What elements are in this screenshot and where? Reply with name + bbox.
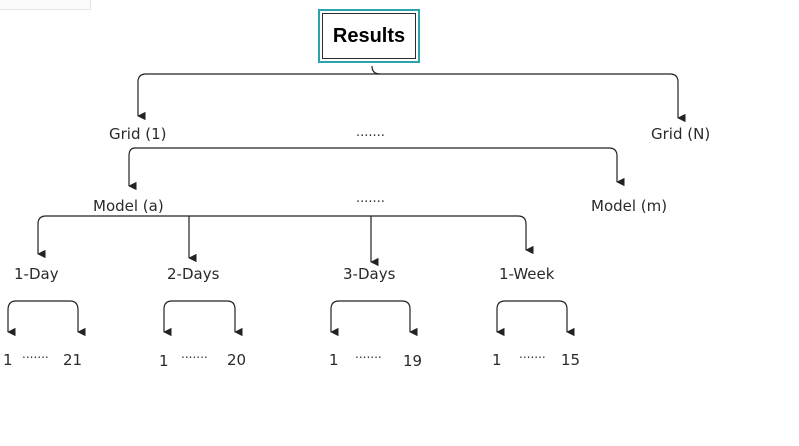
connector-horizons-bar <box>46 215 534 255</box>
connector-grid-n <box>380 73 686 123</box>
leaf-ellipsis-2: ....... <box>181 347 208 361</box>
horizon-label-1: 1-Day <box>14 265 59 283</box>
leaf-end-3: 19 <box>403 352 423 370</box>
horizon-label-2: 2-Days <box>167 265 220 283</box>
model-ellipsis: ....... <box>356 191 385 206</box>
leaf-ellipsis-3: ....... <box>355 347 382 361</box>
connector-root-grids <box>371 65 381 75</box>
leaf-ellipsis-1: ....... <box>22 347 49 361</box>
horizon-label-4: 1-Week <box>499 265 555 283</box>
leaf-end-4: 15 <box>561 351 581 369</box>
leaf-bracket-2 <box>163 300 243 337</box>
leaf-bracket-1 <box>7 300 86 337</box>
connector-model-m <box>135 147 625 187</box>
corner-tab <box>0 0 91 10</box>
root-node: Results <box>318 9 420 63</box>
leaf-start-3: 1 <box>329 351 339 369</box>
leaf-end-1: 21 <box>63 351 83 369</box>
root-label: Results <box>332 24 406 47</box>
leaf-bracket-3 <box>330 300 418 337</box>
connector-model-a <box>128 147 137 191</box>
leaf-start-2: 1 <box>159 352 169 370</box>
grid-first-label: Grid (1) <box>109 125 167 143</box>
connector-horizon-1 <box>37 215 47 259</box>
leaf-start-1: 1 <box>3 351 13 369</box>
model-last-label: Model (m) <box>591 197 668 215</box>
leaf-end-2: 20 <box>227 351 247 369</box>
grid-last-label: Grid (N) <box>651 125 711 143</box>
grid-ellipsis: ....... <box>356 125 385 140</box>
leaf-ellipsis-4: ....... <box>519 347 546 361</box>
leaf-bracket-4 <box>496 300 575 337</box>
model-first-label: Model (a) <box>93 197 164 215</box>
leaf-start-4: 1 <box>492 351 502 369</box>
horizon-label-3: 3-Days <box>343 265 396 283</box>
connector-grid-1 <box>137 73 380 121</box>
